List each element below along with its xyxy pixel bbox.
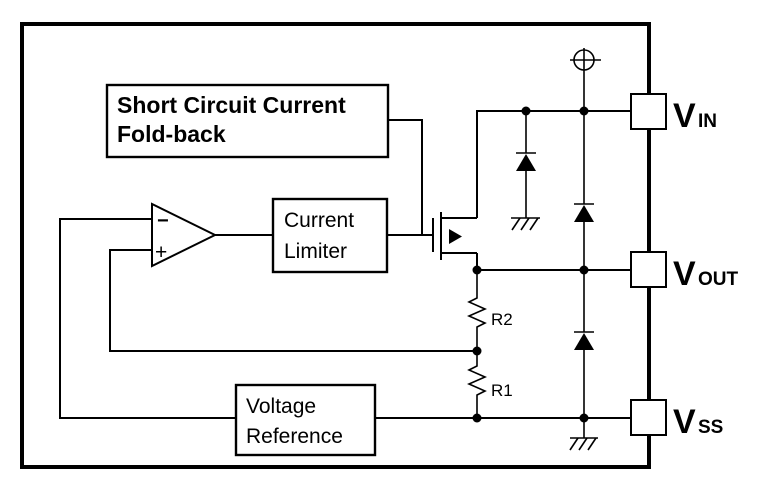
voltage-reference-block: Voltage Reference [234, 383, 377, 457]
pin-vss-label: V [673, 403, 696, 441]
pin-vss-subscript: SS [698, 417, 723, 438]
junction-dot [579, 106, 589, 116]
ground-slash [520, 217, 530, 231]
diode-vout-to-vin [574, 111, 594, 270]
diode-arrow [516, 154, 536, 171]
junction-dot [472, 346, 482, 356]
voltage-reference-label-line2: Reference [246, 425, 343, 448]
resistor-r1-label: R1 [491, 381, 513, 400]
diode-ground-to-vin [516, 111, 536, 218]
ground-slash [569, 437, 579, 451]
pin-vss: V SS [630, 399, 723, 441]
voltage-reference-label-line1: Voltage [246, 395, 316, 418]
wire-reference-to-inverting-input [59, 218, 236, 419]
diode-arrow [574, 205, 594, 222]
foldback-box [105, 83, 390, 159]
opamp-noninverting-label: + [155, 241, 167, 264]
ground-slash [587, 437, 597, 451]
ground-slash [529, 217, 539, 231]
current-limiter-box [271, 197, 389, 274]
wires [59, 110, 631, 419]
foldback-block: Short Circuit Current Fold-back [105, 83, 390, 159]
resistor-r1: R1 [467, 351, 513, 418]
pin-vout-label: V [673, 255, 696, 293]
ground-icon [511, 217, 540, 231]
ground-slash [511, 217, 521, 231]
junction-dot [521, 106, 531, 116]
voltage-reference-box [234, 383, 377, 457]
pin-vout-subscript: OUT [698, 269, 739, 290]
resistor-r2: R2 [467, 270, 513, 351]
pin-vss-box [630, 399, 667, 436]
junction-dot [579, 413, 589, 423]
diode-vss-to-vout [574, 270, 594, 418]
foldback-label-line1: Short Circuit Current [117, 92, 346, 118]
resistor-r2-label: R2 [491, 310, 513, 329]
ground-slash [578, 437, 588, 451]
wire-vin-rail [476, 110, 631, 218]
test-point-icon [570, 48, 601, 111]
foldback-label-line2: Fold-back [117, 121, 226, 147]
pin-vout-box [630, 251, 667, 288]
pin-vin: V IN [630, 93, 717, 135]
junction-dot [472, 265, 482, 275]
junction-dot [472, 413, 482, 423]
diode-arrow [574, 333, 594, 350]
junction-dots [472, 106, 589, 423]
error-amplifier: − + [151, 202, 218, 268]
opamp-triangle [151, 202, 218, 268]
pin-vin-box [630, 93, 667, 130]
pin-vin-label: V [673, 97, 696, 135]
pin-vout: V OUT [630, 251, 739, 293]
resistor-r1-symbol [467, 351, 487, 418]
current-limiter-label-line1: Current [284, 209, 354, 232]
junction-dot [579, 265, 589, 275]
opamp-inverting-label: − [157, 210, 169, 232]
pin-vin-subscript: IN [698, 111, 717, 132]
chip-boundary [20, 22, 651, 469]
ground-icon [569, 418, 598, 451]
current-limiter-block: Current Limiter [271, 197, 389, 274]
resistor-r2-symbol [467, 270, 487, 351]
wire-feedback-to-noninverting-input [109, 249, 477, 352]
pass-transistor [432, 212, 477, 260]
test-point-circle [573, 49, 595, 71]
mosfet-arrow [449, 229, 462, 244]
wire-vout-rail [476, 253, 631, 271]
wire-foldback-output [388, 119, 423, 235]
current-limiter-label-line2: Limiter [284, 240, 347, 263]
